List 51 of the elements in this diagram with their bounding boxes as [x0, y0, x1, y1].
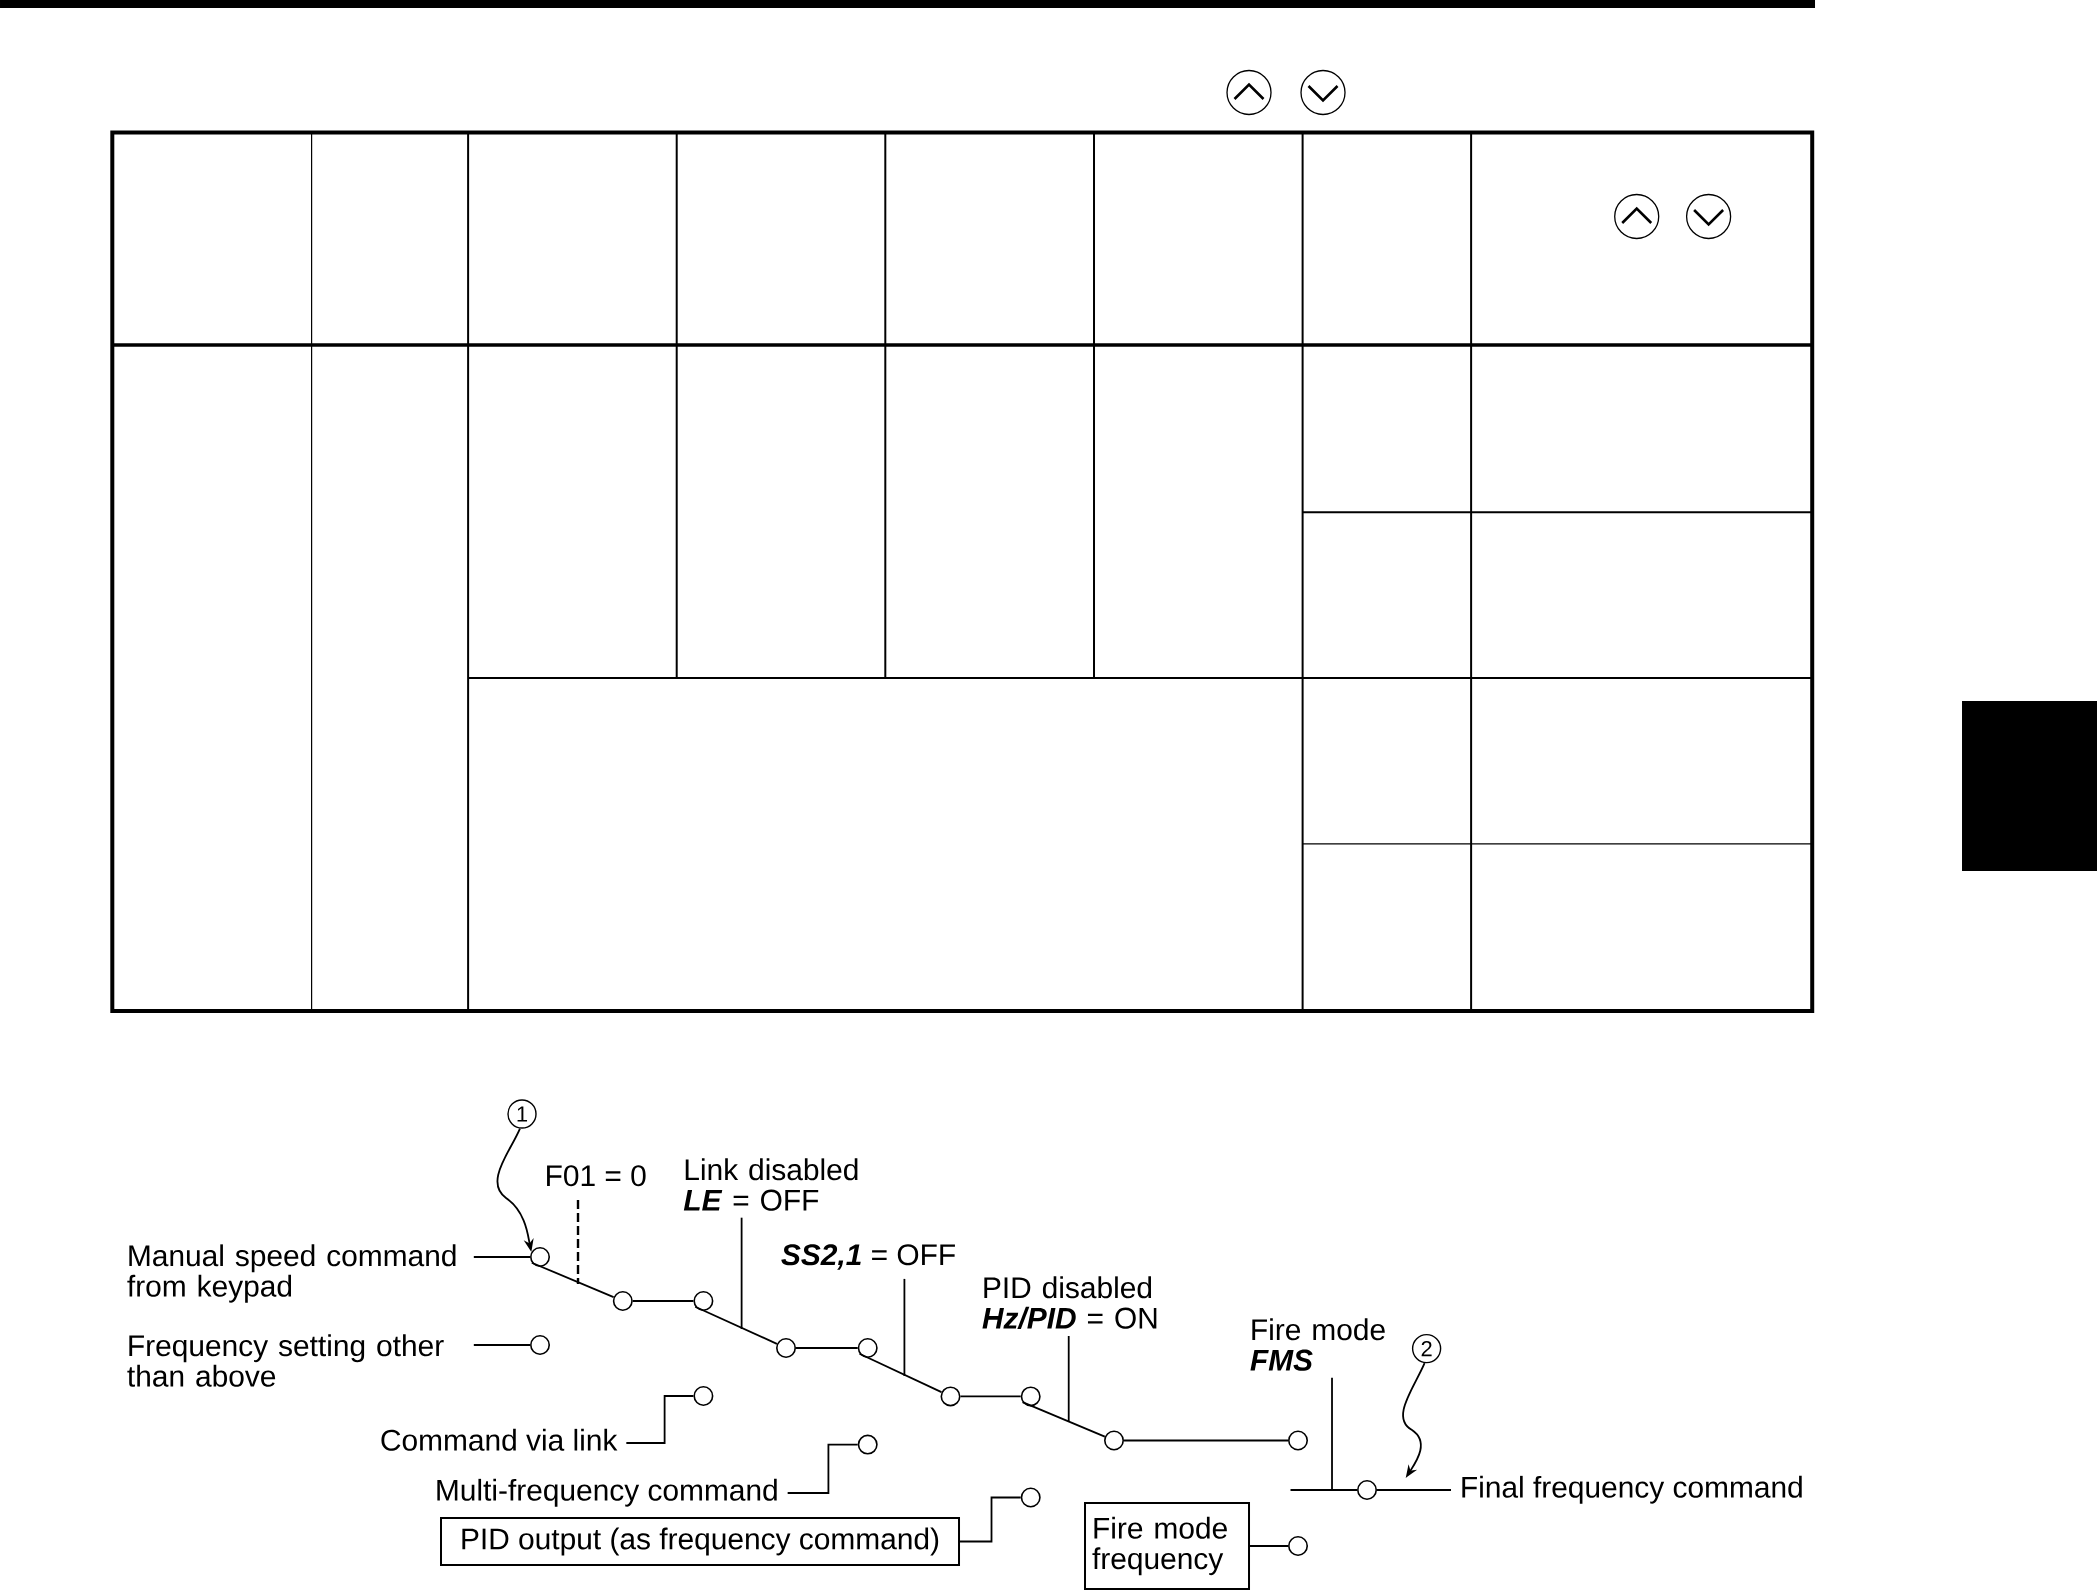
- actuator-line: [1331, 1376, 1333, 1491]
- callout-number: 2: [1411, 1333, 1442, 1364]
- signal-label: Frequency setting other than above: [127, 1334, 444, 1387]
- side-tab: [1962, 701, 2097, 871]
- connection-line: [795, 1347, 859, 1349]
- connection-line: [1123, 1439, 1289, 1442]
- condition-label: Link disabled LE = OFF: [683, 1158, 858, 1211]
- signal-box: PID output (as frequency command): [440, 1517, 960, 1566]
- condition-label: PID disabled Hz/PID = ON: [982, 1276, 1157, 1330]
- connection-line: [625, 1395, 695, 1444]
- connection-line: [1249, 1545, 1289, 1547]
- contact-terminal: [693, 1386, 714, 1406]
- contact-terminal: [1288, 1430, 1308, 1451]
- switch-blade: [1021, 1401, 1106, 1438]
- switch-blade: [694, 1305, 778, 1345]
- contact-terminal: [530, 1247, 550, 1267]
- actuator-line: [740, 1216, 743, 1330]
- connection-line: [959, 1496, 1022, 1543]
- contact-terminal: [857, 1434, 878, 1455]
- contact-terminal: [1357, 1480, 1377, 1500]
- connection-line: [631, 1300, 695, 1302]
- contact-terminal: [612, 1291, 633, 1311]
- switch-blade: [1289, 1489, 1358, 1491]
- contact-terminal: [857, 1338, 878, 1358]
- contact-terminal: [1288, 1536, 1308, 1556]
- callout-number: 1: [507, 1099, 537, 1129]
- contact-terminal: [693, 1291, 714, 1311]
- signal-box: Fire mode frequency: [1084, 1502, 1250, 1590]
- actuator-line: [903, 1278, 906, 1377]
- condition-label: SS2,1 = OFF: [781, 1244, 955, 1270]
- connection-line: [959, 1395, 1022, 1398]
- condition-label: F01 = 0: [547, 1165, 646, 1187]
- switch-blade: [858, 1352, 943, 1394]
- connection-line: [1376, 1489, 1452, 1491]
- contact-terminal: [1104, 1430, 1124, 1451]
- signal-label: Command via link: [381, 1428, 618, 1451]
- connection-line: [786, 1443, 859, 1494]
- connection-line: [472, 1344, 531, 1346]
- output-label: Final frequency command: [1462, 1475, 1802, 1504]
- condition-label: Fire mode FMS: [1250, 1318, 1385, 1371]
- contact-terminal: [940, 1386, 961, 1407]
- actuator-line: [1067, 1335, 1070, 1423]
- connection-line: [472, 1256, 531, 1258]
- actuator-line: [576, 1199, 580, 1284]
- contact-terminal: [776, 1338, 796, 1358]
- signal-label: Manual speed command from keypad: [127, 1244, 456, 1303]
- contact-terminal: [1020, 1487, 1041, 1508]
- contact-terminal: [1020, 1386, 1041, 1407]
- switch-blade: [530, 1261, 615, 1299]
- signal-label: Multi-frequency command: [437, 1478, 777, 1507]
- contact-terminal: [530, 1335, 550, 1355]
